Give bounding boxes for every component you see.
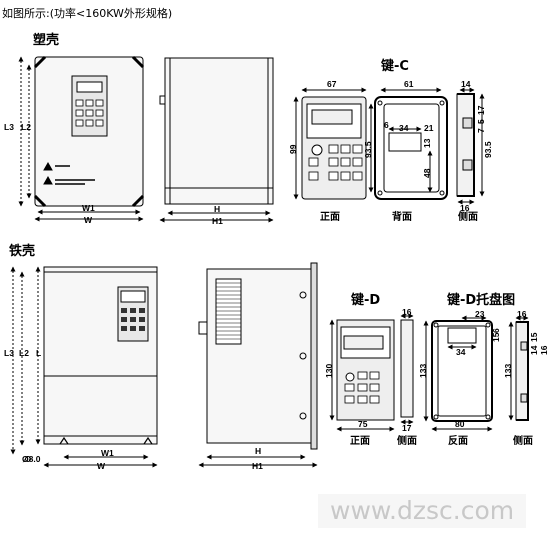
watermark: www.dzsc.com [330, 496, 515, 525]
dim-c-back-w: 61 [404, 79, 414, 89]
page-title: 如图所示:(功率<160KW外形规格) [2, 7, 173, 20]
key-d-tray-label: 键-D托盘图 [447, 293, 516, 308]
dim-c-back-48: 48 [422, 168, 432, 178]
key-c-label: 键-C [381, 59, 409, 74]
dim-d-front-w: 75 [358, 419, 368, 429]
dim-c-back-6: 6 [384, 120, 389, 130]
dim-plastic-l2: L2 [21, 122, 31, 132]
key-d-side-caption: 侧面 [397, 436, 417, 447]
dim-plastic-w1: W1 [82, 203, 95, 213]
key-c-back-view [368, 87, 448, 200]
key-c-side-view [456, 87, 485, 205]
dim-plastic-h1: H1 [212, 216, 223, 226]
dim-c-side-top: 14 [461, 79, 471, 89]
key-d-tray-side-view [508, 315, 529, 421]
dim-tray-mid: 34 [456, 347, 466, 357]
warning-icon [43, 161, 53, 171]
dim-tray-s1: 14 [529, 345, 539, 355]
dim-d-side-top: 16 [402, 307, 412, 317]
dim-tray-h: 133 [418, 363, 428, 378]
plastic-side-view [159, 57, 274, 223]
dim-tray-b: 6 [491, 328, 501, 333]
dim-c-side-h: 93.5 [483, 141, 493, 158]
dim-iron-l2: L2 [19, 348, 29, 358]
dim-iron-w1: W1 [101, 448, 114, 458]
watermark-backdrop [318, 494, 526, 528]
dim-c-front-w: 67 [327, 79, 337, 89]
dim-plastic-h: H [214, 204, 221, 214]
key-c-side-caption: 侧面 [458, 212, 478, 223]
key-d-front-view [329, 319, 395, 432]
dim-c-side-5: 5 [476, 119, 486, 124]
section-iron-label: 铁壳 [9, 244, 36, 259]
dim-c-side-17: 17 [476, 105, 486, 115]
dim-c-back-21: 21 [424, 123, 434, 133]
key-c-front-caption: 正面 [320, 212, 340, 223]
dim-c-side-bottom: 16 [460, 203, 470, 213]
key-c-front-view [293, 87, 367, 200]
tray-back-caption: 反面 [448, 436, 468, 447]
dim-iron-h: H [255, 446, 262, 456]
key-d-front-caption: 正面 [350, 436, 370, 447]
warning-icon [43, 175, 53, 185]
dim-plastic-w: W [84, 215, 93, 225]
dim-iron-hole: Ø8.0 [22, 454, 41, 464]
iron-side-view [198, 262, 318, 468]
tray-side-caption: 侧面 [513, 436, 533, 447]
key-d-label: 键-D [351, 293, 381, 308]
plastic-front-view [18, 55, 145, 222]
dim-d-front-h: 130 [324, 363, 334, 378]
dim-tray-s3: 15 [529, 332, 539, 342]
dim-tray-w: 80 [455, 419, 465, 429]
dim-tray-side-h: 133 [503, 363, 513, 378]
dim-iron-l: L [36, 348, 42, 358]
dim-tray-side-top: 16 [517, 309, 527, 319]
key-d-tray-back-view [423, 315, 493, 432]
dim-c-back-h: 93.5 [363, 141, 373, 158]
dim-c-back-34: 34 [399, 123, 409, 133]
dim-tray-top: 23 [475, 309, 485, 319]
dim-iron-l3: L3 [4, 348, 14, 358]
iron-front-view [10, 266, 158, 468]
dim-plastic-l3: L3 [4, 122, 14, 132]
dim-d-side-bottom: 17 [402, 423, 412, 433]
dim-tray-s2: 16 [539, 345, 549, 355]
section-plastic-label: 塑壳 [33, 33, 60, 48]
dim-c-front-h: 99 [288, 144, 298, 154]
dim-c-back-13: 13 [422, 138, 432, 148]
dim-c-side-7: 7 [476, 128, 486, 133]
key-d-side-view [400, 313, 414, 425]
dim-tray-a: 15 [491, 332, 501, 342]
key-c-back-caption: 背面 [392, 212, 412, 223]
plastic-keys [75, 99, 104, 127]
dim-iron-h1: H1 [252, 461, 263, 471]
dim-iron-w: W [97, 461, 106, 471]
